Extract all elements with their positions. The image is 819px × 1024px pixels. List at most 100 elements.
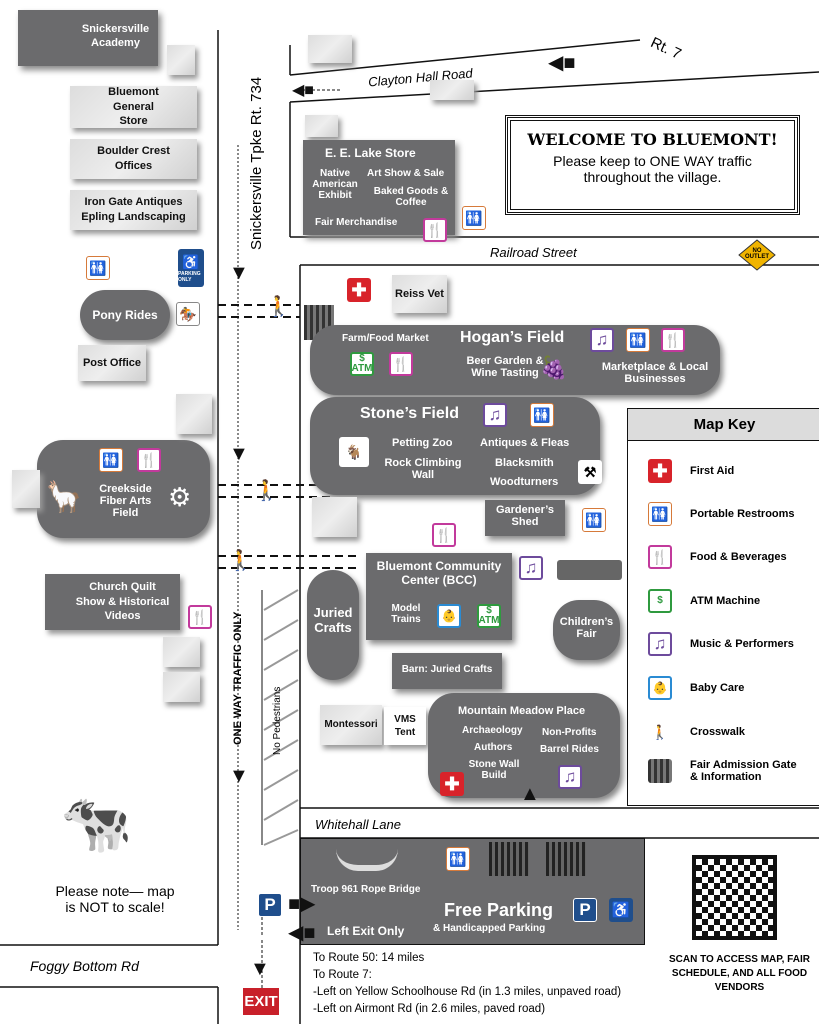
food-icon: 🍴 bbox=[432, 523, 456, 547]
hogans-title: Hogan’s Field bbox=[460, 329, 565, 346]
welcome-sign: WELCOME TO BLUEMONT! Please keep to ONE … bbox=[505, 115, 800, 215]
grapes-icon: 🍇 bbox=[540, 355, 568, 380]
lake-merch: Fair Merchandise bbox=[315, 217, 398, 228]
map-key: Map Key ✚First Aid 🚻Portable Restrooms 🍴… bbox=[627, 408, 819, 806]
atm-icon: $ATM bbox=[477, 604, 501, 628]
road-no-pedestrians: No Pedestrians bbox=[272, 686, 283, 755]
rope-bridge-label: Troop 961 Rope Bridge bbox=[311, 884, 421, 895]
stone-wall: Stone Wall Build bbox=[468, 759, 520, 781]
spinning-wheel-icon: ⚙ bbox=[168, 482, 192, 512]
gate-icon bbox=[489, 842, 529, 876]
first-aid-icon: ✚ bbox=[347, 278, 371, 302]
directions: To Route 50: 14 miles To Route 7: -Left … bbox=[313, 950, 621, 1018]
roof-small bbox=[305, 115, 338, 137]
rock-climbing: Rock Climbing Wall bbox=[384, 457, 462, 481]
archaeology: Archaeology bbox=[462, 725, 523, 736]
food-icon: 🍴 bbox=[661, 328, 685, 352]
blacksmith: Blacksmith bbox=[495, 457, 554, 469]
road-snickersville: Snickersville Tpke Rt. 734 bbox=[248, 76, 265, 250]
first-aid-icon: ✚ bbox=[648, 459, 672, 483]
scale-note: Please note— map is NOT to scale! bbox=[55, 883, 175, 915]
key-gate: Fair Admission Gate & Information bbox=[648, 759, 800, 783]
roof-small bbox=[312, 497, 357, 537]
epling-label: Epling Landscaping bbox=[81, 211, 186, 223]
roof-small bbox=[163, 637, 200, 667]
barn-juried-crafts: Barn: Juried Crafts bbox=[392, 653, 502, 689]
arrow-down-icon: ▼ bbox=[229, 262, 249, 284]
wheelchair-icon: ♿ bbox=[182, 253, 200, 270]
key-restrooms: 🚻Portable Restrooms bbox=[648, 502, 795, 526]
welcome-title: WELCOME TO BLUEMONT! bbox=[527, 130, 778, 149]
model-trains: Model Trains bbox=[391, 603, 421, 625]
pedestrian-icon: 🚶 bbox=[266, 296, 291, 318]
arrow-left-icon: ◀■ bbox=[548, 52, 576, 74]
road-whitehall: Whitehall Lane bbox=[315, 817, 401, 832]
reiss-vet: Reiss Vet bbox=[392, 275, 447, 313]
restroom-icon: 🚻 bbox=[648, 502, 672, 526]
roof-small bbox=[167, 45, 195, 75]
directions-line: -Left on Yellow Schoolhouse Rd (in 1.3 m… bbox=[313, 986, 622, 998]
lake-baked: Baked Goods & Coffee bbox=[373, 186, 449, 208]
blacksmith-icon: ⚒ bbox=[578, 460, 602, 484]
food-icon: 🍴 bbox=[137, 448, 161, 472]
music-icon: ♫ bbox=[590, 328, 614, 352]
road-foggy-bottom: Foggy Bottom Rd bbox=[30, 958, 139, 974]
parking-only-label: PARKING ONLY bbox=[178, 270, 201, 283]
church: Church Quilt Show & Historical Videos bbox=[45, 574, 180, 630]
bcc-title: Bluemont Community Center (BCC) bbox=[376, 559, 502, 587]
non-profits: Non-Profits bbox=[542, 727, 597, 738]
montessori: Montessori bbox=[320, 705, 382, 745]
bluemont-general-store: Bluemont General Store bbox=[70, 86, 197, 128]
food-icon: 🍴 bbox=[389, 352, 413, 376]
farm-food-market: Farm/Food Market bbox=[342, 333, 429, 344]
restroom-icon: 🚻 bbox=[626, 328, 650, 352]
key-first-aid: ✚First Aid bbox=[648, 459, 734, 483]
road-one-way: ONE WAY TRAFFIC ONLY bbox=[232, 611, 244, 745]
key-food: 🍴Food & Beverages bbox=[648, 545, 787, 569]
arrow-left-icon: ◀■ bbox=[292, 82, 314, 99]
roof-small bbox=[308, 35, 352, 63]
restroom-icon: 🚻 bbox=[462, 206, 486, 230]
key-music: ♫Music & Performers bbox=[648, 632, 794, 656]
barrel-rides: Barrel Rides bbox=[540, 744, 599, 755]
handicapped-parking: & Handicapped Parking bbox=[433, 923, 546, 934]
handicap-parking-sign: ♿PARKING ONLY bbox=[178, 249, 204, 287]
gate-icon bbox=[648, 759, 672, 783]
creekside-label: Creekside Fiber Arts Field bbox=[99, 483, 152, 519]
map-key-title: Map Key bbox=[628, 409, 819, 441]
roof-small bbox=[176, 394, 212, 434]
baby-care-icon: 👶 bbox=[437, 604, 461, 628]
roof-small bbox=[430, 80, 474, 100]
restroom-icon: 🚻 bbox=[446, 847, 470, 871]
arrow-down-icon: ▼ bbox=[229, 765, 249, 787]
pony-rides: Pony Rides bbox=[80, 290, 170, 340]
petting-zoo: Petting Zoo bbox=[392, 437, 453, 449]
exit-sign[interactable]: EXIT bbox=[243, 988, 279, 1015]
arrow-down-icon: ▼ bbox=[229, 443, 249, 465]
lake-native: Native American Exhibit bbox=[312, 168, 358, 201]
pedestrian-icon: 🚶 bbox=[254, 480, 279, 502]
rope-bridge-icon bbox=[336, 849, 398, 871]
pedestrian-icon: 🚶 bbox=[228, 550, 253, 572]
woodturners: Woodturners bbox=[490, 476, 559, 488]
lake-store-title: E. E. Lake Store bbox=[325, 146, 416, 160]
atm-icon: $ bbox=[648, 589, 672, 613]
key-atm: $ATM Machine bbox=[648, 589, 760, 613]
food-icon: 🍴 bbox=[423, 218, 447, 242]
train-car-icon bbox=[557, 560, 622, 580]
arrow-up-icon: ▲ bbox=[520, 783, 540, 805]
crosswalk-icon: 🚶 bbox=[648, 720, 672, 744]
antiques-fleas: Antiques & Fleas bbox=[480, 437, 570, 449]
directions-line: -Left on Airmont Rd (in 2.6 miles, paved… bbox=[313, 1003, 546, 1015]
qr-code[interactable] bbox=[692, 855, 777, 940]
no-outlet-sign: NO OUTLET bbox=[745, 248, 769, 260]
atm-icon: $ATM bbox=[350, 352, 374, 376]
music-icon: ♫ bbox=[483, 403, 507, 427]
llama-icon: 🦙 bbox=[45, 481, 83, 514]
restroom-icon: 🚻 bbox=[582, 508, 606, 532]
post-office: Post Office bbox=[78, 345, 146, 381]
snickersville-academy: Snickersville Academy bbox=[18, 10, 158, 66]
qr-caption: SCAN TO ACCESS MAP, FAIR SCHEDULE, AND A… bbox=[669, 954, 810, 993]
cow-icon: 🐄 bbox=[60, 791, 133, 856]
gardeners-shed: Gardener’s Shed bbox=[485, 500, 565, 536]
